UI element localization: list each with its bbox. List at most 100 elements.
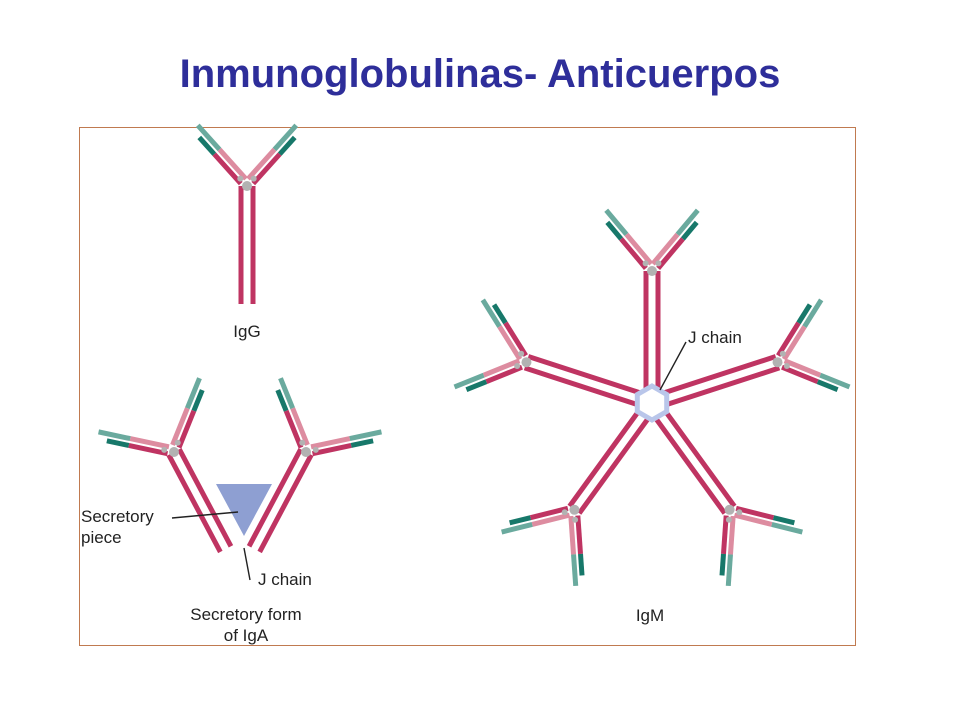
light-chain-variable <box>98 429 131 442</box>
j-chain-igm <box>634 383 670 423</box>
heavy-chain-fc <box>664 365 781 408</box>
heavy-chain-fab <box>212 152 243 186</box>
heavy-chain-fc <box>523 365 640 408</box>
igm-monomer-1 <box>604 208 700 391</box>
light-chain-variable <box>725 554 733 587</box>
slide-title: Inmunoglobulinas- Anticuerpos <box>179 52 781 96</box>
heavy-chain-fc <box>652 414 727 515</box>
iga-monomer-right <box>246 377 382 554</box>
variable-heavy <box>605 220 624 241</box>
arm-hinge <box>572 516 579 523</box>
heavy-chain-fab <box>128 443 169 457</box>
light-chain-variable <box>771 522 803 535</box>
heavy-chain-fab <box>776 321 801 357</box>
light-chain-constant <box>310 436 351 450</box>
light-chain-variable <box>604 208 629 236</box>
heavy-chain-fab <box>656 237 685 270</box>
heavy-chain-fab <box>176 409 197 449</box>
light-chain-constant <box>290 407 310 446</box>
light-chain-constant <box>568 515 577 555</box>
arm-hinge <box>250 175 257 182</box>
igm-monomer-3 <box>652 407 803 587</box>
variable-heavy <box>277 135 297 156</box>
heavy-chain-fab <box>503 321 528 357</box>
light-chain-constant <box>129 436 170 450</box>
hinge <box>647 266 657 276</box>
heavy-chain-fc <box>257 453 314 554</box>
arm-hinge <box>312 446 319 453</box>
arm-hinge <box>174 439 181 446</box>
light-chain-constant <box>170 407 190 446</box>
iga-secretory-dimer <box>98 377 382 554</box>
igm-monomer-2 <box>660 298 851 408</box>
variable-heavy <box>465 379 488 393</box>
heavy-chain-fc <box>661 407 737 508</box>
arm-hinge <box>561 509 568 516</box>
light-chain-variable <box>501 522 533 535</box>
igm-pentamer <box>453 208 851 587</box>
heavy-chain-fc <box>660 354 777 396</box>
light-chain-variable <box>802 298 824 328</box>
light-chain-constant <box>727 515 736 555</box>
label-igm-j-chain: J chain <box>688 328 742 347</box>
light-chain-variable <box>675 208 700 236</box>
leader-line-secretory <box>171 511 239 519</box>
arm-hinge <box>514 362 521 369</box>
heavy-chain-fc <box>567 407 643 508</box>
arm-hinge <box>518 350 525 357</box>
heavy-chain-fc <box>166 453 223 554</box>
light-chain-constant <box>650 232 680 266</box>
heavy-chain-fab <box>251 152 282 186</box>
heavy-chain-fc <box>177 448 234 548</box>
variable-heavy <box>106 438 130 448</box>
light-chain-constant <box>531 512 571 527</box>
hinge <box>301 447 311 457</box>
light-chain-variable <box>278 377 295 410</box>
variable-heavy <box>680 220 699 241</box>
light-chain-variable <box>349 429 382 442</box>
heavy-chain-fab <box>311 443 352 457</box>
igg-antibody <box>195 123 299 304</box>
variable-heavy <box>509 515 532 526</box>
label-iga-j-chain: J chain <box>258 570 312 589</box>
hinge <box>169 447 179 457</box>
light-chain-variable <box>819 372 851 390</box>
igg-monomer <box>195 123 299 304</box>
variable-heavy <box>275 389 289 412</box>
light-chain-variable <box>272 123 299 152</box>
label-igm: IgM <box>636 606 664 625</box>
hinge <box>521 357 532 368</box>
light-chain-constant <box>624 232 654 266</box>
variable-heavy <box>772 515 795 526</box>
hinge <box>772 357 783 368</box>
heavy-chain-fc <box>246 448 303 548</box>
label-iga-form-2: of IgA <box>224 626 269 645</box>
label-secretory-piece-2: piece <box>81 528 122 547</box>
heavy-chain-fab <box>529 505 569 521</box>
iga-monomer-left <box>98 377 234 554</box>
hinge <box>724 504 735 515</box>
hinge <box>242 181 252 191</box>
variable-heavy <box>816 379 839 393</box>
light-chain-variable <box>571 554 579 587</box>
variable-heavy <box>350 438 374 448</box>
heavy-chain-fab <box>735 505 775 521</box>
light-chain-constant <box>217 147 248 181</box>
arm-hinge <box>237 175 244 182</box>
arm-hinge <box>299 439 306 446</box>
arm-hinge <box>736 509 743 516</box>
variable-heavy <box>719 553 726 576</box>
heavy-chain-fc <box>527 354 644 396</box>
arm-hinge <box>655 260 662 267</box>
arm-hinge <box>642 260 649 267</box>
variable-heavy <box>578 553 585 576</box>
igm-monomer-5 <box>453 298 644 408</box>
leader-line-igm-j-chain <box>659 341 687 391</box>
leader-line-iga-j-chain <box>243 547 251 581</box>
light-chain-constant <box>246 147 277 181</box>
heavy-chain-fab <box>485 364 523 384</box>
secretory-piece <box>216 484 272 536</box>
heavy-chain-fc <box>577 414 652 515</box>
arm-hinge <box>783 362 790 369</box>
